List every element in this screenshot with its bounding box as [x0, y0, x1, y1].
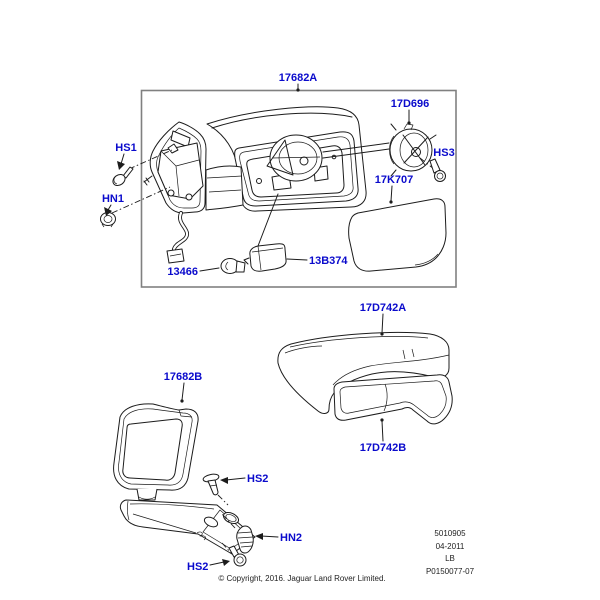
callout-hs2-bottom: HS2 [187, 559, 230, 573]
callout-17682a: 17682A [279, 72, 318, 92]
part-label-17682a[interactable]: 17682A [279, 72, 318, 84]
drawing-number-text: P0150077-07 [426, 567, 475, 576]
callout-hn1: HN1 [102, 193, 124, 216]
part-label-hs2-bottom[interactable]: HS2 [187, 561, 208, 573]
mirror-bracket-drawing [143, 121, 244, 264]
callout-hs2-top: HS2 [220, 473, 268, 485]
part-label-hn1[interactable]: HN1 [102, 193, 124, 205]
part-label-17d696[interactable]: 17D696 [391, 98, 430, 110]
part-label-hn2[interactable]: HN2 [280, 532, 302, 544]
callout-13466: 13466 [167, 266, 220, 278]
callout-17d742b: 17D742B [360, 418, 407, 454]
nut-hn2-drawing [220, 512, 254, 554]
sheet-number-text: 5010905 [434, 529, 466, 538]
callout-hs3: HS3 [433, 147, 454, 159]
lower-cap-drawing [333, 374, 453, 425]
copyright-text: © Copyright, 2016. Jaguar Land Rover Lim… [218, 574, 385, 583]
part-label-hs1[interactable]: HS1 [115, 142, 136, 154]
callout-17d696: 17D696 [391, 98, 430, 125]
screw-hs3-drawing [419, 157, 446, 182]
part-label-17d742a[interactable]: 17D742A [360, 302, 407, 314]
part-label-17d742b[interactable]: 17D742B [360, 442, 407, 454]
part-label-17k707[interactable]: 17K707 [375, 174, 414, 186]
mirror-housing-drawing [206, 106, 390, 247]
screw-hs2-top-drawing [202, 473, 229, 506]
callout-hs1: HS1 [115, 142, 137, 170]
part-label-17682b[interactable]: 17682B [164, 371, 203, 383]
bulb-drawing [220, 258, 246, 274]
folded-mirror-drawing [113, 403, 256, 555]
puddle-lamp-drawing [243, 243, 287, 272]
callout-17d742a: 17D742A [360, 302, 407, 336]
date-text: 04-2011 [436, 542, 465, 551]
part-label-13466[interactable]: 13466 [167, 266, 198, 278]
code-text: LB [445, 554, 455, 563]
callout-13b374: 13B374 [286, 255, 348, 267]
motor-mount-drawing [266, 134, 323, 182]
callout-hn2: HN2 [255, 532, 302, 544]
callout-17682b: 17682B [164, 371, 203, 403]
part-label-hs3[interactable]: HS3 [433, 147, 454, 159]
callout-17k707: 17K707 [375, 174, 414, 204]
mirror-glass-drawing [348, 198, 447, 272]
brand-script-detail [196, 531, 206, 541]
mirror-motor-drawing [389, 123, 437, 177]
part-label-hs2-top[interactable]: HS2 [247, 473, 268, 485]
screw-hs2-bottom-drawing [221, 542, 247, 567]
part-label-13b374[interactable]: 13B374 [309, 255, 348, 267]
upper-cap-drawing [277, 331, 450, 414]
screw-hs1-drawing [112, 149, 173, 187]
